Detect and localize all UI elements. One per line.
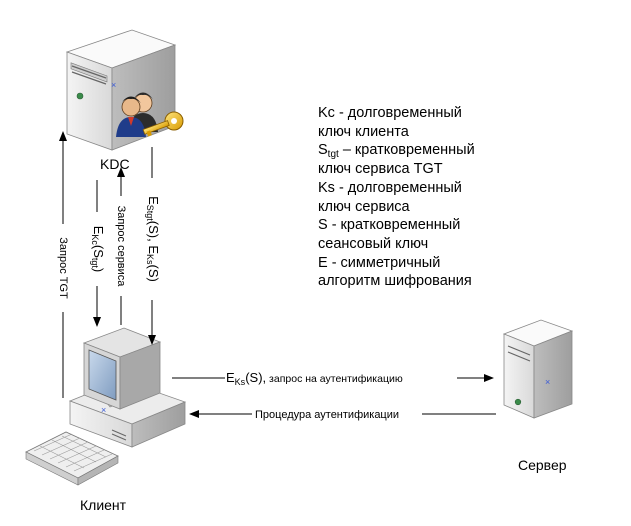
arrow-service-request: Запрос сервиса (115, 167, 127, 325)
legend-e-line1: E - симметричный (318, 254, 441, 271)
legend-kc-line1: Kc - долговременный (318, 105, 462, 121)
svg-text:×: × (545, 377, 550, 387)
keyboard-icon (25, 431, 119, 486)
kc-reply-label: EKc(Stgt) (90, 226, 106, 273)
ticket-reply-label: EStgt(S), EKs(S) (145, 196, 161, 282)
service-request-label: Запрос сервиса (115, 206, 127, 288)
legend-s-line1: S - кратковременный (318, 217, 461, 234)
legend-ks-line2: ключ сервиса (318, 198, 410, 215)
server-label: Сервер (518, 457, 567, 473)
legend-ks-line1: Ks - долговременный (318, 179, 462, 196)
legend-kc-line2: ключ клиента (318, 123, 409, 140)
legend: Kc - долговременный ключ клиента Stgt – … (318, 104, 518, 291)
kdc-label: KDC (100, 156, 130, 172)
legend-s-line2: сеансовый ключ (318, 235, 429, 252)
legend-stgt-line1: Stgt – кратковременный (318, 142, 475, 161)
arrow-auth-request: EKs(S), запрос на аутентификацию (172, 369, 494, 387)
arrow-kc-reply: EKc(Stgt) (89, 180, 106, 327)
legend-stgt-line2: ключ сервиса TGT (318, 161, 443, 178)
auth-procedure-label: Процедура аутентификации (255, 409, 399, 421)
arrow-ticket-reply: EStgt(S), EKs(S) (144, 147, 161, 345)
client-computer-icon: × (68, 327, 187, 448)
auth-request-label: EKs(S), запрос на аутентификацию (226, 370, 403, 387)
arrow-auth-procedure: Процедура аутентификации (189, 406, 496, 422)
users-key-icon (116, 92, 184, 137)
legend-e-line2: алгоритм шифрования (318, 273, 472, 290)
tgt-request-label: Запрос TGT (57, 237, 69, 299)
svg-text:×: × (101, 405, 106, 415)
server-icon: × (502, 319, 574, 419)
arrow-tgt-request: Запрос TGT (57, 131, 69, 398)
svg-text:×: × (111, 80, 116, 90)
client-label: Клиент (80, 497, 127, 513)
